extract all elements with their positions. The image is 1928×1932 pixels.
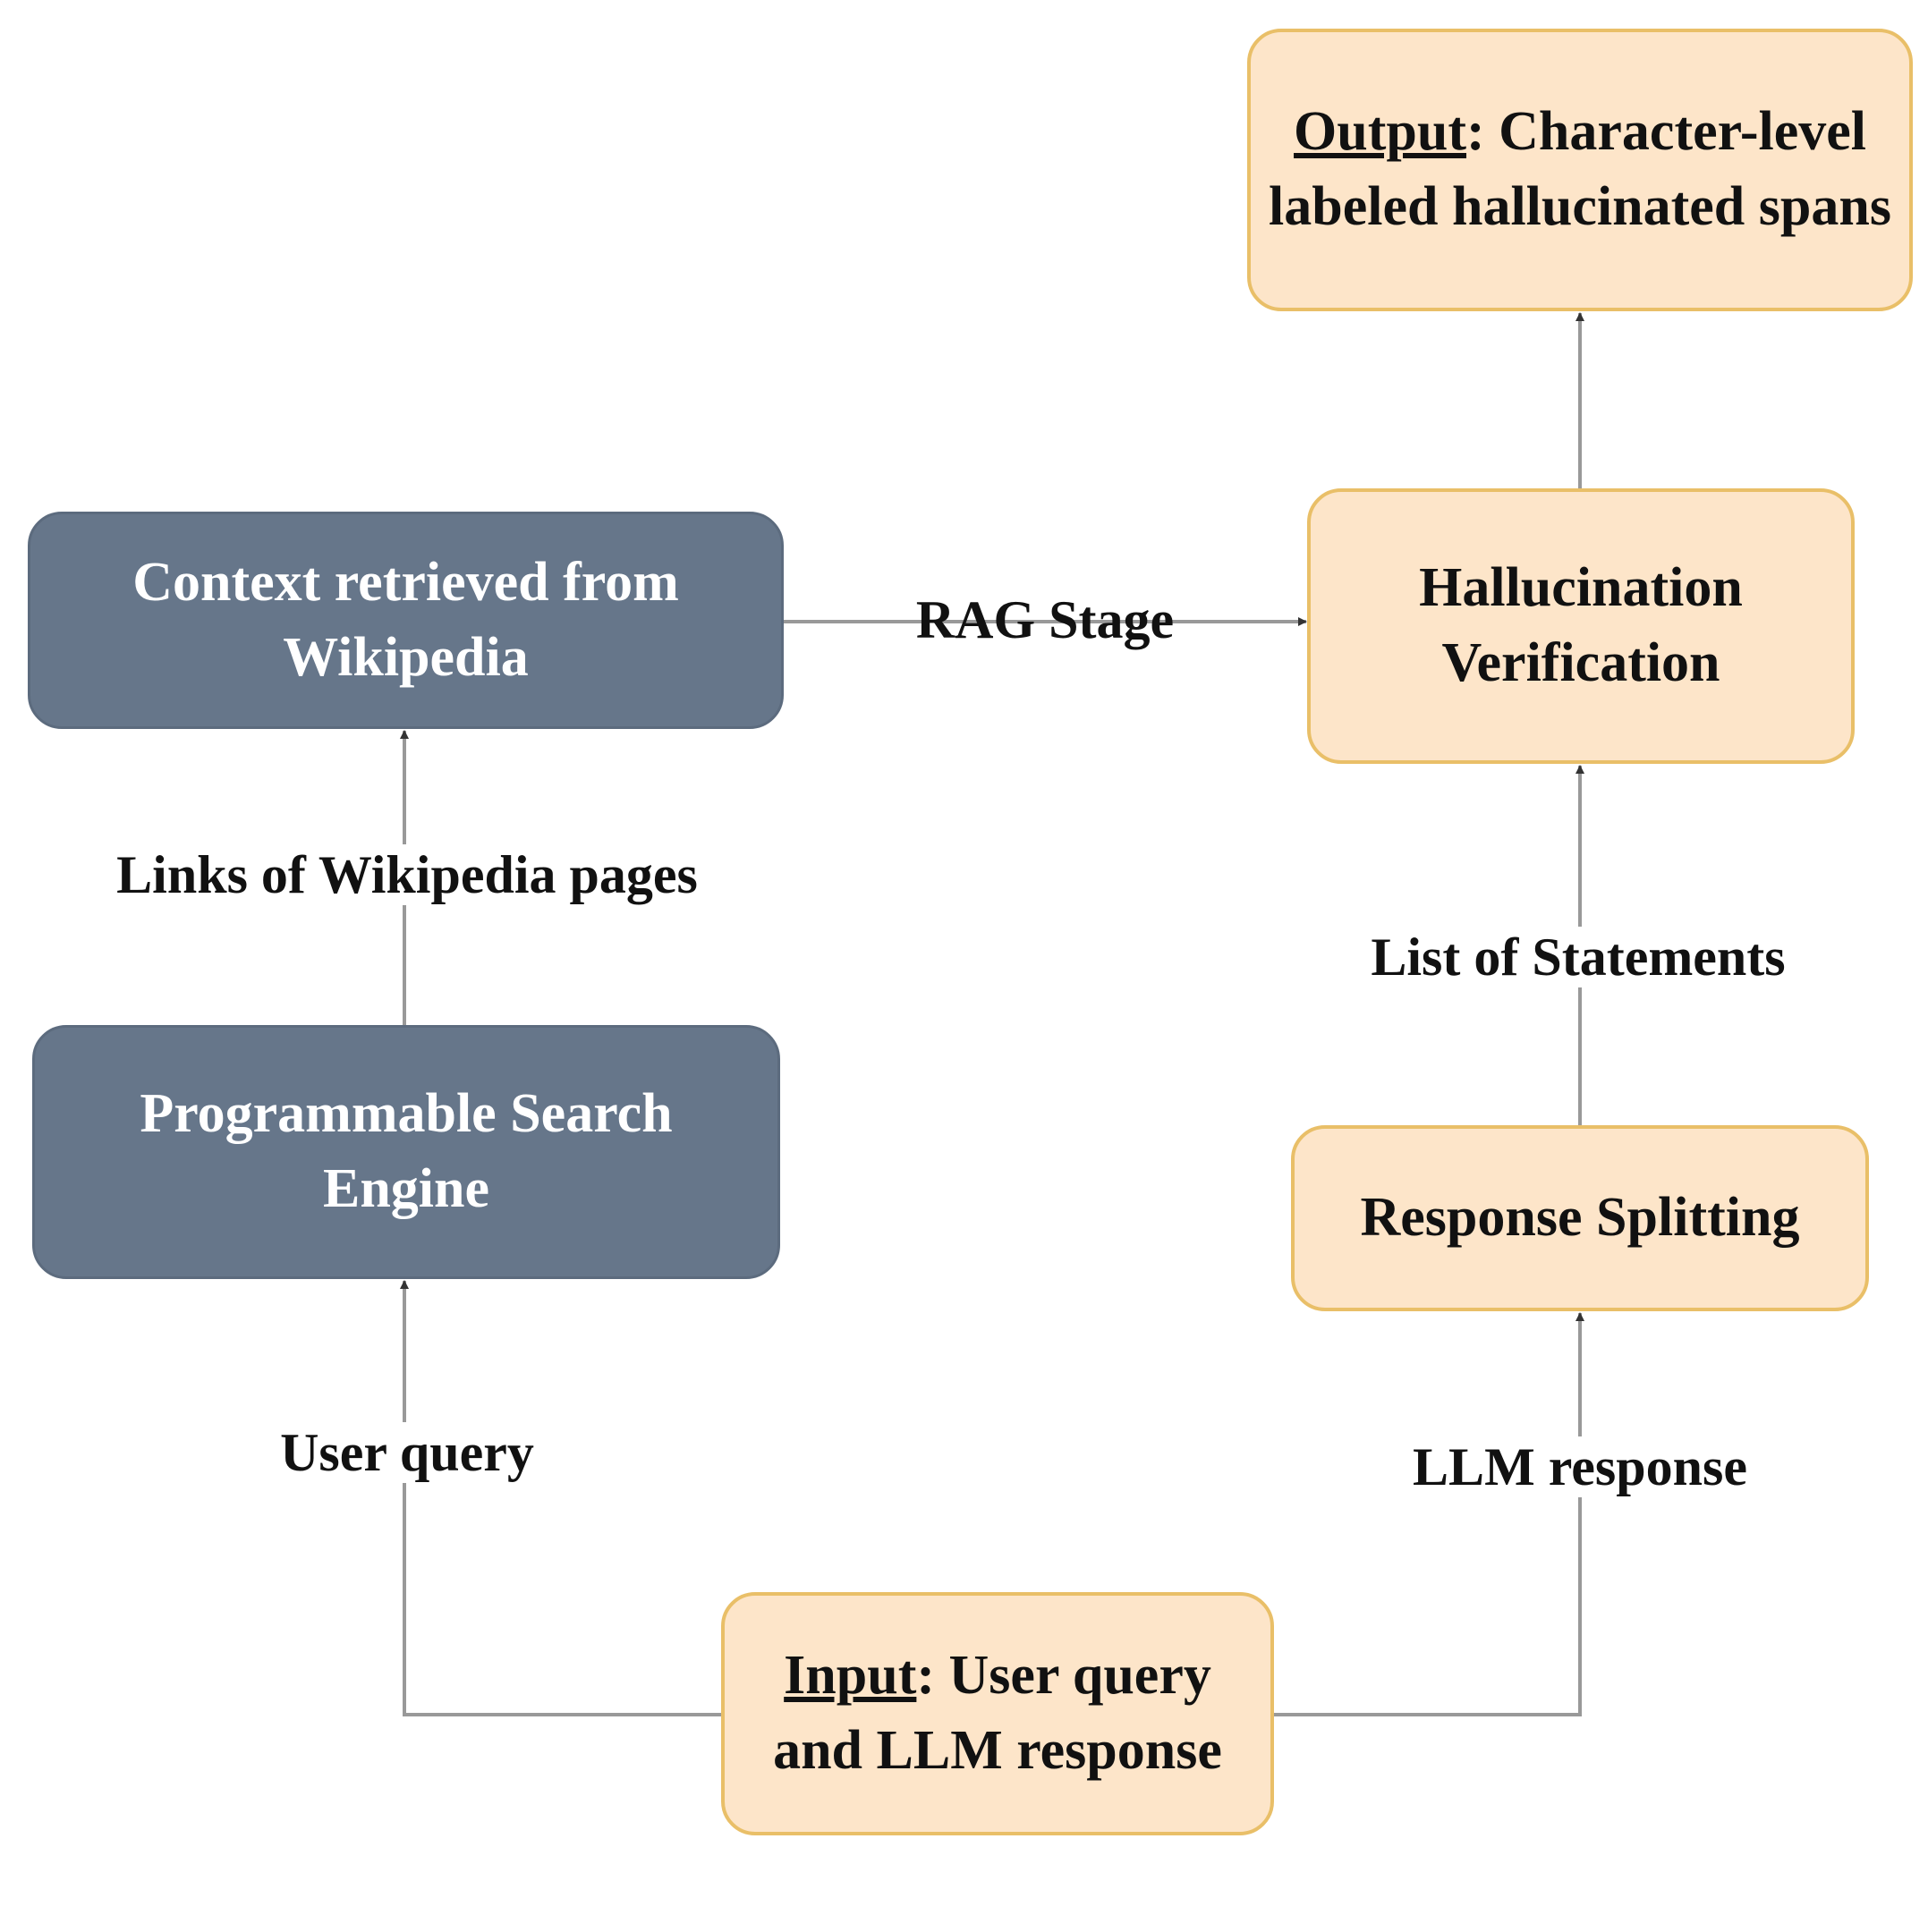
edge-label-links: Links of Wikipedia pages	[111, 844, 703, 905]
output-node-emphasis: Output	[1294, 101, 1466, 163]
input-node-rest: : User query and LLM response	[773, 1645, 1222, 1781]
search-engine-node-label: Programmable Search Engine	[140, 1083, 673, 1219]
output-node-label: Output: Character-level labeled hallucin…	[1269, 95, 1891, 244]
input-node: Input: User query and LLM response	[721, 1592, 1274, 1835]
response-splitting-node-label: Response Splitting	[1360, 1187, 1800, 1249]
context-node-label: Context retrieved from Wikipedia	[132, 551, 679, 688]
edge-input-to-response-splitting	[1274, 1312, 1584, 1716]
response-splitting-node: Response Splitting	[1291, 1125, 1869, 1311]
edge-label-statements: List of Statements	[1365, 927, 1791, 987]
edge-label-user-query: User query	[275, 1422, 539, 1483]
input-node-emphasis: Input	[784, 1645, 917, 1707]
verification-node-label: Hallucination Verification	[1419, 557, 1743, 693]
output-node: Output: Character-level labeled hallucin…	[1247, 29, 1913, 311]
context-node: Context retrieved from Wikipedia	[28, 512, 784, 729]
output-node-rest: : Character-level labeled hallucinated s…	[1269, 101, 1891, 237]
verification-node: Hallucination Verification	[1307, 488, 1855, 764]
input-node-label: Input: User query and LLM response	[743, 1639, 1253, 1788]
edge-input-to-search-engine	[400, 1280, 721, 1716]
edge-label-rag-stage: RAG Stage	[915, 590, 1175, 649]
search-engine-node: Programmable Search Engine	[32, 1025, 780, 1279]
edge-label-llm-response: LLM response	[1407, 1436, 1753, 1497]
